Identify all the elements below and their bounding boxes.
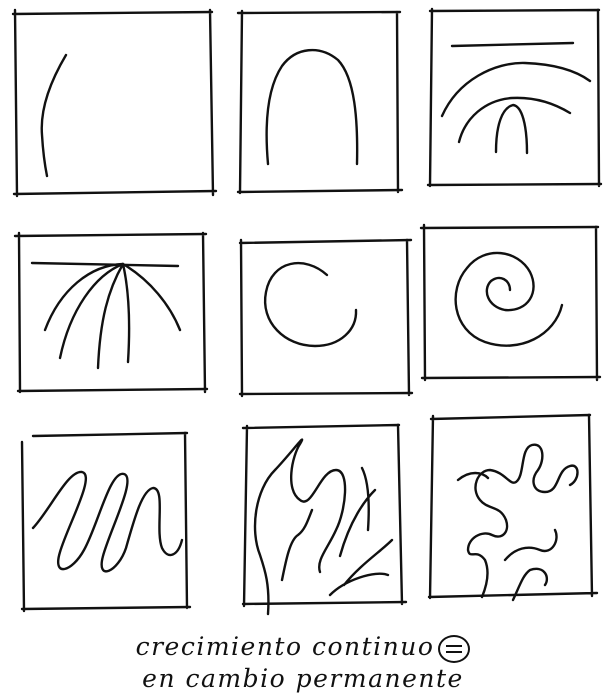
panel-4-radiating-arcs xyxy=(15,233,207,392)
panel-3-nested-arches xyxy=(428,9,601,186)
panel-1-single-curve xyxy=(13,10,216,196)
panel-8-branching-meanders xyxy=(243,425,406,614)
panel-9-tree-meanders xyxy=(429,415,597,600)
panel-6-spiral xyxy=(421,225,600,380)
caption-line-2: en cambio permanente xyxy=(0,664,606,693)
panel-5-c-curve xyxy=(240,240,412,396)
caption-line-1: crecimiento continuo xyxy=(0,632,606,663)
caption-line-1-text: crecimiento continuo xyxy=(136,632,435,661)
equals-circle-icon xyxy=(438,635,470,663)
panel-2-arch xyxy=(238,11,402,193)
panel-7-zigzag-loops xyxy=(22,433,190,611)
